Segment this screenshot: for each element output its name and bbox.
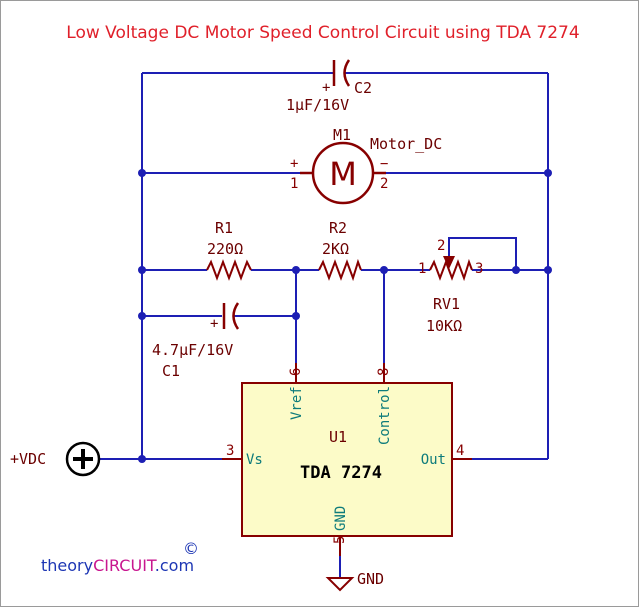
junctions xyxy=(138,169,552,463)
m1-pin1-sign: + xyxy=(290,156,298,172)
diagram-title: Low Voltage DC Motor Speed Control Circu… xyxy=(66,23,579,43)
m1-ref: M1 xyxy=(333,126,351,144)
u1-part: TDA 7274 xyxy=(300,463,382,483)
c2-ref: C2 xyxy=(354,79,372,97)
rv1-pin2: 2 xyxy=(437,238,445,254)
ground-icon xyxy=(325,577,355,592)
rv1-pin1: 1 xyxy=(418,261,426,277)
brand-part2: CIRCUIT xyxy=(93,556,157,575)
capacitor-c2: + C2 1µF/16V xyxy=(286,59,372,114)
r2-ref: R2 xyxy=(329,219,347,237)
junction-dot xyxy=(544,266,552,274)
brand-watermark: © theoryCIRCUIT.com xyxy=(41,539,199,575)
brand-part1: theory xyxy=(41,556,93,575)
r1-value: 220Ω xyxy=(207,240,243,258)
m1-value: Motor_DC xyxy=(370,135,442,153)
capacitor-c1: + 4.7µF/16V C1 xyxy=(152,302,240,380)
ic-body xyxy=(241,382,453,537)
r1-ref: R1 xyxy=(215,219,233,237)
pin-vs-number: 3 xyxy=(226,443,234,459)
pin-out-number: 4 xyxy=(456,443,464,459)
pin-vs-name: Vs xyxy=(246,452,263,468)
c1-value: 4.7µF/16V xyxy=(152,341,233,359)
rv1-ref: RV1 xyxy=(433,295,460,313)
resistor-r2: R2 2KΩ xyxy=(318,219,362,282)
pin-control-number: 8 xyxy=(376,368,392,376)
junction-dot xyxy=(380,266,388,274)
u1-ref: U1 xyxy=(329,428,347,446)
pin-gnd-number: 5 xyxy=(332,536,348,544)
m1-pin2-num: 2 xyxy=(380,176,388,192)
r2-value: 2KΩ xyxy=(322,240,349,258)
junction-dot xyxy=(544,169,552,177)
junction-dot xyxy=(292,266,300,274)
junction-dot xyxy=(292,312,300,320)
junction-dot xyxy=(138,169,146,177)
vdc-label: +VDC xyxy=(10,450,46,468)
m1-pin1-num: 1 xyxy=(290,176,298,192)
ic-u1: U1 TDA 7274 3 4 6 8 5 Vs Out Vref Contro… xyxy=(222,363,472,556)
pin-gnd-name: GND xyxy=(333,506,349,531)
rv1-wiper-arrow xyxy=(443,256,455,269)
motor-body xyxy=(311,141,375,205)
c2-value: 1µF/16V xyxy=(286,96,349,114)
wire-rv1-wiper xyxy=(448,237,517,270)
ground-symbol: GND xyxy=(325,570,384,592)
motor-glyph: M xyxy=(329,155,357,193)
rv1-value: 10KΩ xyxy=(426,317,462,335)
junction-dot xyxy=(512,266,520,274)
copyright-mark: © xyxy=(183,539,199,558)
brand-text: theoryCIRCUIT.com xyxy=(41,556,194,575)
potentiometer-rv1: 1 2 3 RV1 10KΩ xyxy=(418,238,483,335)
gnd-label: GND xyxy=(357,570,384,588)
pin-vref-number: 6 xyxy=(288,368,304,376)
c1-polarity: + xyxy=(210,316,218,332)
junction-dot xyxy=(138,312,146,320)
brand-part3: .com xyxy=(155,556,194,575)
motor-m1: M M1 Motor_DC + 1 − 2 xyxy=(290,126,442,205)
resistor-r1: R1 220Ω xyxy=(206,219,252,281)
c1-ref: C1 xyxy=(162,362,180,380)
junction-dot xyxy=(138,455,146,463)
pin-vref-name: Vref xyxy=(289,386,305,420)
rv1-pin3: 3 xyxy=(475,261,483,277)
junction-dot xyxy=(138,266,146,274)
pin-control-name: Control xyxy=(377,386,393,445)
pin-out-name: Out xyxy=(421,452,446,468)
c2-polarity: + xyxy=(322,80,330,96)
m1-pin2-sign: − xyxy=(380,156,388,172)
vdc-terminal: +VDC xyxy=(10,441,101,477)
